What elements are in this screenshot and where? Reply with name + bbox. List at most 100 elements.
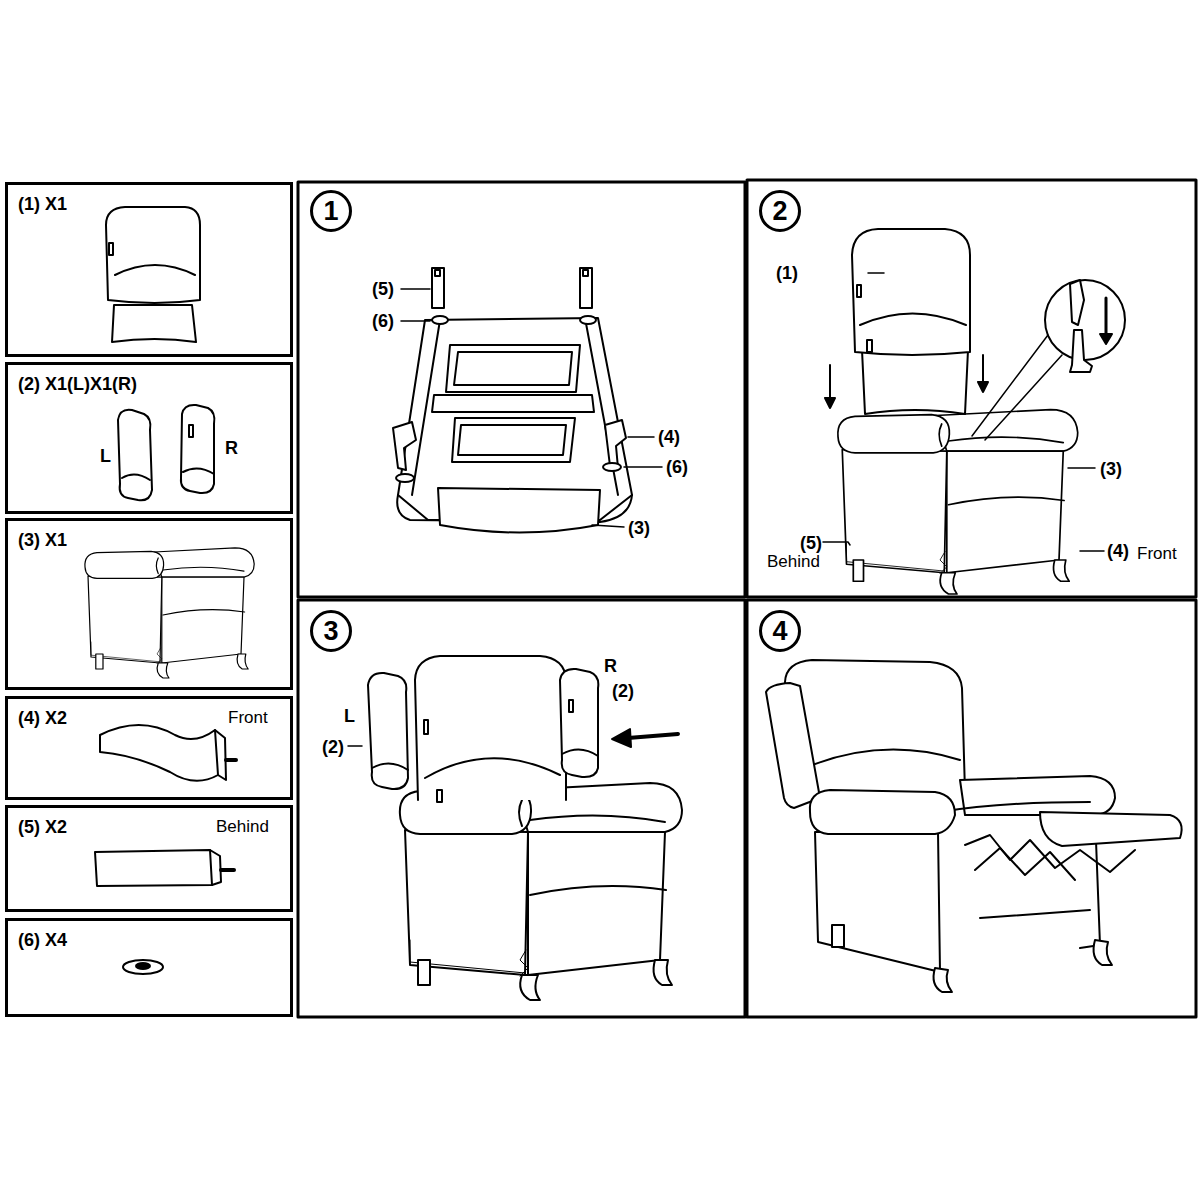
drawing-stroke xyxy=(109,243,113,255)
drawing-stroke xyxy=(400,783,682,1000)
drawing-stroke xyxy=(438,488,600,533)
drawing-stroke xyxy=(106,207,200,303)
drawing-stroke xyxy=(425,758,560,778)
part-quantity: (2) X1(L)X1(R) xyxy=(18,375,137,393)
step-number: 2 xyxy=(772,198,787,225)
drawing-stroke xyxy=(1094,940,1112,965)
drawing-stroke xyxy=(85,548,254,678)
drawing-stroke xyxy=(832,925,844,947)
drawing-stroke xyxy=(446,345,580,392)
drawing-stroke xyxy=(432,316,448,324)
drawing-stroke xyxy=(393,422,416,470)
back-leg-part xyxy=(95,850,234,886)
drawing-stroke xyxy=(401,289,662,527)
drawing-stroke xyxy=(118,410,152,501)
drawing-stroke xyxy=(838,410,1078,594)
callout-label: (5) xyxy=(372,280,394,298)
step-number-circle: 2 xyxy=(759,190,801,232)
callout-label: Front xyxy=(1137,545,1177,562)
step-panels xyxy=(298,180,1196,1017)
callout-label: (4) xyxy=(1107,542,1129,560)
drawing-stroke xyxy=(562,749,598,756)
drawing-stroke xyxy=(458,425,566,455)
drawing-stroke xyxy=(580,316,596,324)
part-quantity: (1) X1 xyxy=(18,195,67,213)
step-number: 4 xyxy=(772,618,787,645)
step-number-circle: 1 xyxy=(310,190,352,232)
part-box: (5) X2Behind xyxy=(5,805,293,912)
drawing-stroke xyxy=(605,420,626,468)
drawing-stroke xyxy=(183,468,214,474)
drawing-stroke xyxy=(136,963,150,969)
drawing-stroke xyxy=(452,418,575,462)
drawing-stroke xyxy=(432,395,594,412)
callout-label: (6) xyxy=(666,458,688,476)
drawing-stroke xyxy=(95,850,212,886)
front-leg-part xyxy=(100,725,236,781)
drawing-stroke xyxy=(226,758,236,762)
drawing-stroke xyxy=(437,790,442,802)
drawing-stroke xyxy=(221,868,234,872)
drawing-stroke xyxy=(972,335,1062,440)
drawing-stroke xyxy=(181,405,214,493)
part-side-label: Front xyxy=(228,709,268,726)
drawing-stroke xyxy=(612,729,631,747)
drawing-stroke xyxy=(823,273,1104,551)
part-quantity: (6) X4 xyxy=(18,931,67,949)
drawing-stroke xyxy=(454,352,572,385)
drawing-stroke xyxy=(210,850,221,885)
drawing-stroke xyxy=(1040,812,1182,846)
drawing-stroke xyxy=(560,669,598,777)
drawing-stroke xyxy=(1070,330,1092,372)
drawing-stroke xyxy=(867,340,872,352)
drawing-stroke xyxy=(1045,280,1125,360)
drawing-stroke xyxy=(810,790,955,834)
part-quantity: (5) X2 xyxy=(18,818,67,836)
drawing-stroke xyxy=(960,776,1115,815)
callout-label: (4) xyxy=(658,428,680,446)
drawing-stroke xyxy=(1070,280,1084,325)
drawing-stroke xyxy=(852,229,970,355)
drawing-stroke xyxy=(603,463,621,471)
callout-label: (2) xyxy=(322,738,344,756)
callout-label: L xyxy=(344,707,355,725)
callout-label: (6) xyxy=(372,312,394,330)
part-quantity: (3) X1 xyxy=(18,531,67,549)
drawing-stroke xyxy=(415,656,566,800)
part-box: (6) X4 xyxy=(5,918,293,1017)
drawing-stroke xyxy=(189,425,193,437)
step-number: 3 xyxy=(323,618,338,645)
drawing-stroke xyxy=(412,318,618,495)
step2-back-install xyxy=(823,229,1125,594)
drawing-stroke xyxy=(628,734,678,738)
part-side-label: L xyxy=(100,447,111,465)
drawing-stroke xyxy=(569,700,573,712)
part-box: (2) X1(L)X1(R)LR xyxy=(5,362,293,514)
washer-part xyxy=(123,960,163,974)
drawing-stroke xyxy=(435,270,440,276)
drawing-stroke xyxy=(747,600,1196,1017)
back-cushion-part xyxy=(106,207,200,342)
drawing-stroke xyxy=(298,182,745,597)
drawing-stroke xyxy=(112,305,196,342)
drawing-stroke xyxy=(825,355,988,408)
drawing-stroke xyxy=(115,265,195,275)
part-box: (3) X1 xyxy=(5,518,293,690)
step-number-circle: 3 xyxy=(310,610,352,652)
drawing-stroke xyxy=(940,802,1090,812)
callout-label: (1) xyxy=(776,264,798,282)
drawing-stroke xyxy=(215,730,226,780)
part-box: (1) X1 xyxy=(5,182,293,357)
drawing-stroke xyxy=(432,268,444,308)
step3-armrest-install xyxy=(348,656,682,1000)
step-number-circle: 4 xyxy=(759,610,801,652)
drawing-stroke xyxy=(862,350,968,414)
drawing-stroke xyxy=(298,600,745,1017)
step1-upside-down-chair xyxy=(393,268,662,533)
drawing-stroke xyxy=(980,910,1090,918)
drawing-stroke xyxy=(424,720,428,734)
drawing-stroke xyxy=(122,474,150,480)
part-box: (4) X2Front xyxy=(5,696,293,800)
